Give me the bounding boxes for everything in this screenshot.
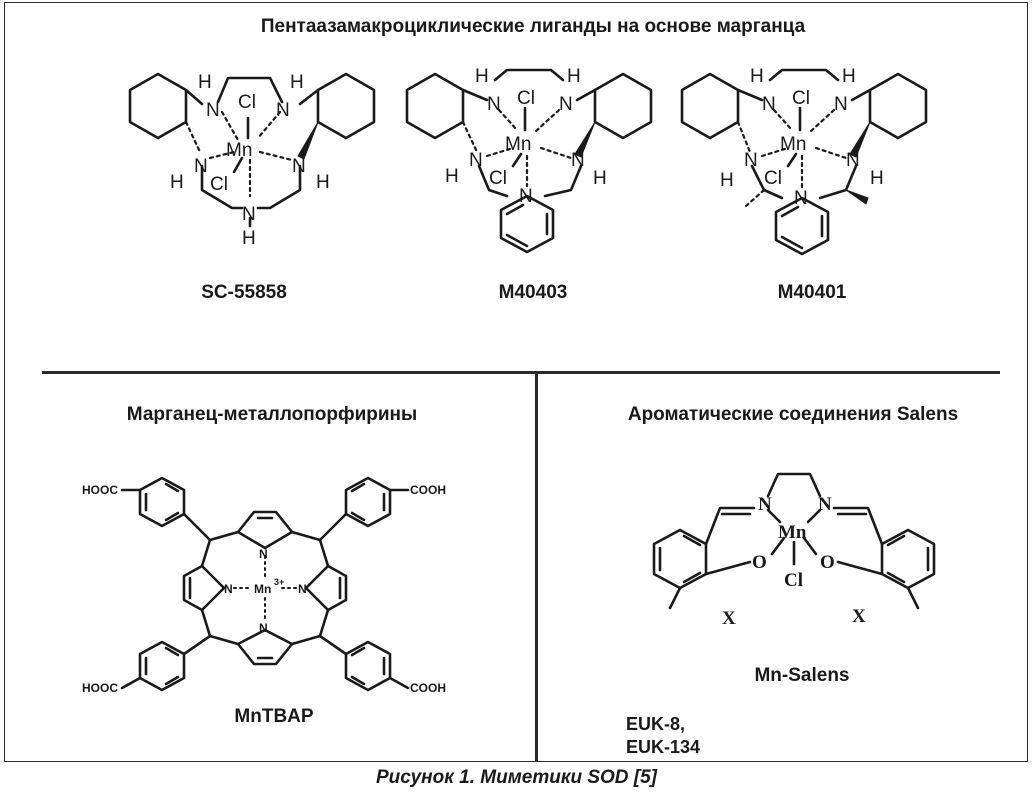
- nitrogen-atom: N: [794, 188, 808, 209]
- substituent-x: X: [852, 606, 866, 627]
- hydrogen-atom: H: [170, 172, 184, 193]
- benzene-ring: [652, 528, 708, 590]
- figure-frame: [4, 2, 1028, 762]
- nitrogen-atom: N: [559, 94, 573, 115]
- pyridine-ring: [499, 194, 555, 254]
- nitrogen-atom: N: [194, 156, 208, 177]
- sc55858-structure: N H N H N H N H N H Mn Cl Cl: [128, 72, 376, 249]
- hydrogen-atom: H: [290, 72, 304, 93]
- manganese-atom: Mn: [505, 134, 531, 155]
- oxygen-atom: O: [752, 552, 767, 573]
- nitrogen-atom: N: [519, 186, 533, 207]
- nitrogen-atom: N: [469, 150, 483, 171]
- chlorine-atom: Cl: [784, 570, 803, 591]
- substituent-x: X: [722, 608, 736, 629]
- pyridine-ring: [774, 196, 830, 256]
- manganese-atom: Mn: [226, 140, 252, 161]
- hydrogen-atom: H: [750, 66, 764, 87]
- manganese-atom: Mn: [780, 134, 806, 155]
- chlorine-atom: Cl: [792, 88, 810, 109]
- manganese-atom: Mn: [254, 582, 271, 596]
- euk-8-label: EUK-8,: [626, 714, 686, 734]
- compound-label-mn-salens: Mn-Salens: [754, 665, 850, 686]
- cyclohexane-ring: [868, 72, 928, 140]
- nitrogen-atom: N: [259, 547, 268, 561]
- chlorine-atom: Cl: [210, 174, 228, 195]
- benzene-ring: [880, 528, 936, 590]
- cyclohexane-ring: [680, 72, 740, 140]
- compound-label-sc55858: SC-55858: [201, 282, 287, 303]
- mntbap-structure: N N N N Mn 3+ HOOC COOH HOOC COOH: [82, 476, 446, 695]
- hydrogen-atom: H: [593, 168, 607, 189]
- compound-label-m40401: M40401: [777, 282, 847, 303]
- nitrogen-atom: N: [758, 494, 772, 515]
- chlorine-atom: Cl: [517, 88, 535, 109]
- charge-label: 3+: [274, 577, 284, 587]
- cyclohexane-ring: [128, 72, 188, 140]
- cyclohexane-ring: [405, 72, 465, 140]
- carboxyl-group: COOH: [410, 483, 446, 497]
- chlorine-atom: Cl: [238, 92, 256, 113]
- nitrogen-atom: N: [259, 621, 268, 635]
- compound-label-m40403: M40403: [498, 282, 568, 303]
- hydrogen-atom: H: [475, 66, 489, 87]
- nitrogen-atom: N: [762, 94, 776, 115]
- m40401-structure: N H N H N H N H N Mn Cl Cl: [680, 66, 928, 256]
- euk-134-label: EUK-134: [626, 737, 701, 757]
- m40403-structure: N H N H N H N H N Mn Cl Cl: [405, 66, 653, 254]
- hydrogen-atom: H: [316, 172, 330, 193]
- nitrogen-atom: N: [224, 582, 233, 596]
- carboxyl-group: HOOC: [82, 681, 118, 695]
- manganese-atom: Mn: [778, 522, 807, 543]
- hydrogen-atom: H: [445, 166, 459, 187]
- nitrogen-atom: N: [276, 100, 290, 121]
- nitrogen-atom: N: [571, 150, 585, 171]
- hydrogen-atom: H: [720, 170, 734, 191]
- top-section-title: Пентаазамакроциклические лиганды на осно…: [260, 16, 806, 37]
- nitrogen-atom: N: [487, 94, 501, 115]
- carboxyl-group: HOOC: [82, 483, 118, 497]
- euk-list: EUK-8, EUK-134: [626, 713, 700, 759]
- mn-salens-structure: N N Mn O O Cl X X: [652, 472, 936, 629]
- porphyrin-section-title: Марганец-металлопорфирины: [126, 404, 418, 425]
- compound-label-mntbap: MnTBAP: [234, 706, 314, 727]
- hydrogen-atom: H: [242, 228, 256, 249]
- nitrogen-atom: N: [298, 582, 307, 596]
- carboxyl-group: COOH: [410, 681, 446, 695]
- cyclohexane-ring: [593, 72, 653, 140]
- oxygen-atom: O: [820, 552, 835, 573]
- hydrogen-atom: H: [842, 66, 856, 87]
- nitrogen-atom: N: [846, 150, 860, 171]
- hydrogen-atom: H: [567, 66, 581, 87]
- figure-caption: Рисунок 1. Миметики SOD [5]: [375, 767, 658, 788]
- nitrogen-atom: N: [292, 156, 306, 177]
- hydrogen-atom: H: [870, 168, 884, 189]
- nitrogen-atom: N: [744, 150, 758, 171]
- nitrogen-atom: N: [818, 494, 832, 515]
- nitrogen-atom: N: [834, 94, 848, 115]
- salens-section-title: Ароматические соединения Salens: [627, 404, 959, 425]
- chlorine-atom: Cl: [764, 168, 782, 189]
- chlorine-atom: Cl: [489, 168, 507, 189]
- cyclohexane-ring: [316, 72, 376, 140]
- nitrogen-atom: N: [206, 100, 220, 121]
- hydrogen-atom: H: [198, 72, 212, 93]
- nitrogen-atom: N: [242, 204, 256, 225]
- section-divider-vertical: [535, 372, 538, 762]
- section-divider-horizontal: [42, 371, 1000, 374]
